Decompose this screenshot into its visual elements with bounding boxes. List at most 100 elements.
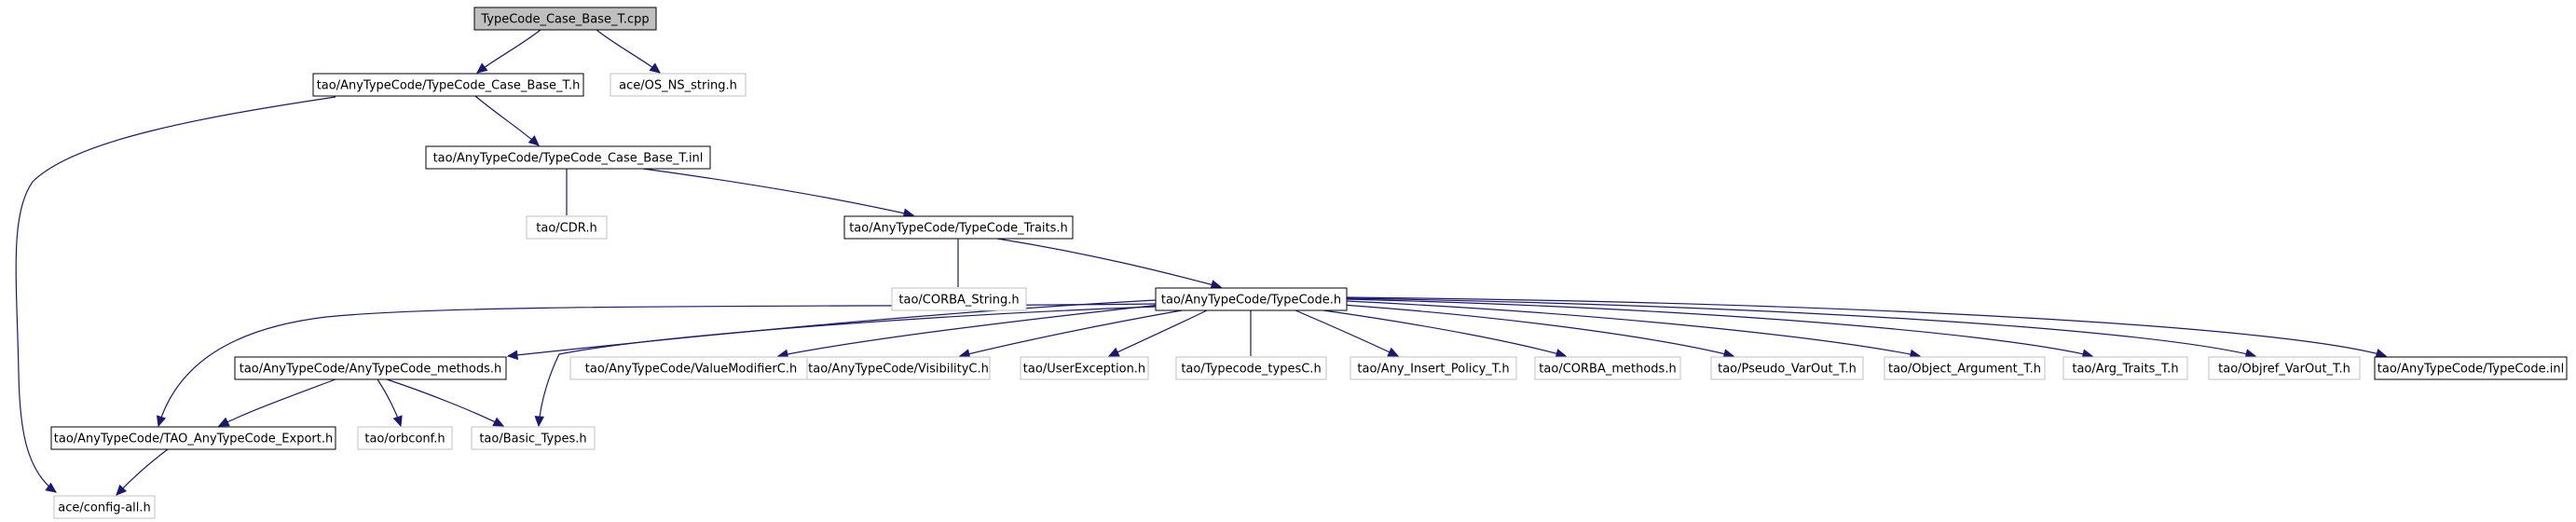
node-objref_varout: tao/Objref_VarOut_T.h [2208, 356, 2361, 380]
node-box-root [473, 7, 657, 31]
edge-export_h-to-config_all [116, 448, 169, 496]
node-box-arg_traits [2062, 356, 2188, 380]
node-typecode_h[interactable]: tao/AnyTypeCode/TypeCode.h [1155, 287, 1348, 311]
node-label-case_base_inl: tao/AnyTypeCode/TypeCode_Case_Base_T.inl [433, 152, 704, 166]
arrowhead-methods_h-to-orbconf [392, 415, 403, 428]
node-case_base_inl[interactable]: tao/AnyTypeCode/TypeCode_Case_Base_T.inl [425, 145, 711, 170]
edge-methods_h-to-basic_types [386, 378, 504, 427]
node-root[interactable]: TypeCode_Case_Base_T.cpp [473, 7, 657, 31]
node-userexception: tao/UserException.h [1020, 356, 1149, 380]
node-corba_methods: tao/CORBA_methods.h [1534, 356, 1681, 380]
edge-root-to-case_base_h [476, 29, 541, 74]
edge-typecode_h-to-objref_varout [1346, 297, 2256, 357]
edge-case_base_h-to-config_all [15, 96, 336, 493]
node-label-methods_h: tao/AnyTypeCode/AnyTypeCode_methods.h [240, 363, 502, 377]
node-box-config_all [53, 495, 156, 519]
arrowhead-case_base_h-to-case_base_inl [528, 135, 540, 146]
arrowhead-typecode_h-to-corba_methods [1555, 349, 1568, 359]
edge-typecode_h-to-pseudo_varout [1341, 304, 1734, 357]
arrowhead-root-to-case_base_h [476, 62, 488, 74]
node-export_h[interactable]: tao/AnyTypeCode/TAO_AnyTypeCode_Export.h [50, 426, 336, 450]
node-label-cdr_h: tao/CDR.h [536, 222, 596, 236]
node-box-os_ns_string [610, 73, 747, 97]
node-box-case_base_h [312, 73, 584, 97]
edge-typecode_h-to-typecode_inl [1346, 296, 2387, 357]
arrowhead-root-to-os_ns_string [649, 62, 661, 74]
node-label-config_all: ace/config-all.h [58, 501, 151, 515]
node-config_all: ace/config-all.h [53, 495, 156, 519]
node-label-userexception: tao/UserException.h [1023, 363, 1145, 377]
node-label-pseudo_varout: tao/Pseudo_VarOut_T.h [1718, 363, 1857, 377]
edge-typecode_h-to-basic_types [538, 306, 1157, 427]
node-box-any_insert [1350, 356, 1517, 380]
node-any_insert: tao/Any_Insert_Policy_T.h [1350, 356, 1517, 380]
node-traits_h[interactable]: tao/AnyTypeCode/TypeCode_Traits.h [843, 215, 1074, 240]
edge-typecode_h-to-object_argument [1346, 300, 1921, 357]
node-label-typecode_inl: tao/AnyTypeCode/TypeCode.inl [2377, 363, 2564, 377]
arrowhead-typecode_h-to-basic_types [534, 416, 545, 428]
arrowhead-methods_h-to-basic_types [492, 417, 505, 427]
node-label-basic_types: tao/Basic_Types.h [479, 433, 586, 446]
edge-traits_h-to-typecode_h [996, 238, 1222, 288]
node-label-object_argument: tao/Object_Argument_T.h [1888, 363, 2041, 377]
node-label-case_base_h: tao/AnyTypeCode/TypeCode_Case_Base_T.h [317, 79, 581, 93]
node-case_base_h[interactable]: tao/AnyTypeCode/TypeCode_Case_Base_T.h [312, 73, 584, 97]
node-box-object_argument [1884, 356, 2046, 380]
edge-typecode_h-to-valuemodifier [777, 304, 1161, 357]
node-arg_traits: tao/Arg_Traits_T.h [2062, 356, 2188, 380]
node-label-valuemodifier: tao/AnyTypeCode/ValueModifierC.h [585, 363, 797, 377]
node-basic_types: tao/Basic_Types.h [471, 426, 596, 450]
nodes-layer: TypeCode_Case_Base_T.cpp tao/AnyTypeCode/… [50, 7, 2568, 519]
node-box-objref_varout [2208, 356, 2361, 380]
edges-layer [15, 29, 2388, 496]
arrowhead-typecode_h-to-typecode_inl [2375, 349, 2388, 359]
node-label-typecode_h: tao/AnyTypeCode/TypeCode.h [1161, 294, 1341, 308]
node-visibility: tao/AnyTypeCode/VisibilityC.h [806, 356, 991, 380]
node-box-export_h [50, 426, 336, 450]
arrowhead-case_base_h-to-config_all [45, 482, 57, 493]
arrowhead-typecode_h-to-methods_h [506, 350, 519, 361]
node-box-typecode_types [1175, 356, 1327, 380]
node-object_argument: tao/Object_Argument_T.h [1884, 356, 2046, 380]
node-box-traits_h [843, 215, 1074, 240]
node-label-any_insert: tao/Any_Insert_Policy_T.h [1357, 363, 1509, 377]
edge-typecode_h-to-any_insert [1295, 309, 1399, 357]
node-label-traits_h: tao/AnyTypeCode/TypeCode_Traits.h [849, 222, 1068, 236]
node-label-corba_methods: tao/CORBA_methods.h [1539, 363, 1676, 377]
node-box-methods_h [234, 356, 507, 380]
node-os_ns_string: ace/OS_NS_string.h [610, 73, 747, 97]
node-label-root: TypeCode_Case_Base_T.cpp [480, 13, 649, 27]
edge-typecode_h-to-userexception [1108, 309, 1208, 357]
node-typecode_types: tao/Typecode_typesC.h [1175, 356, 1327, 380]
arrowhead-traits_h-to-typecode_h [1210, 280, 1223, 290]
node-typecode_inl[interactable]: tao/AnyTypeCode/TypeCode.inl [2374, 356, 2568, 380]
node-box-visibility [806, 356, 991, 380]
arrowhead-export_h-to-config_all [116, 484, 128, 496]
edge-root-to-os_ns_string [596, 29, 661, 74]
node-box-basic_types [471, 426, 596, 450]
node-box-cdr_h [526, 215, 608, 240]
arrowhead-typecode_h-to-export_h [156, 415, 167, 428]
node-label-orbconf: tao/orbconf.h [364, 433, 445, 446]
node-methods_h[interactable]: tao/AnyTypeCode/AnyTypeCode_methods.h [234, 356, 507, 380]
edge-typecode_h-to-arg_traits [1346, 298, 2093, 357]
node-orbconf: tao/orbconf.h [357, 426, 453, 450]
node-box-corba_string [891, 287, 1027, 311]
edge-typecode_h-to-visibility [959, 309, 1183, 357]
node-label-corba_string: tao/CORBA_String.h [898, 294, 1019, 308]
node-label-typecode_types: tao/Typecode_typesC.h [1181, 363, 1321, 377]
node-label-export_h: tao/AnyTypeCode/TAO_AnyTypeCode_Export.h [54, 433, 333, 446]
node-box-pseudo_varout [1710, 356, 1864, 380]
edge-case_base_h-to-case_base_inl [474, 95, 540, 146]
node-box-orbconf [357, 426, 453, 450]
node-label-objref_varout: tao/Objref_VarOut_T.h [2218, 363, 2350, 377]
node-corba_string: tao/CORBA_String.h [891, 287, 1027, 311]
edge-methods_h-to-export_h [218, 378, 336, 427]
node-label-visibility: tao/AnyTypeCode/VisibilityC.h [808, 363, 989, 377]
node-box-case_base_inl [425, 145, 711, 170]
node-box-corba_methods [1534, 356, 1681, 380]
node-label-arg_traits: tao/Arg_Traits_T.h [2072, 363, 2178, 377]
node-pseudo_varout: tao/Pseudo_VarOut_T.h [1710, 356, 1864, 380]
arrowhead-typecode_h-to-userexception [1107, 347, 1120, 357]
